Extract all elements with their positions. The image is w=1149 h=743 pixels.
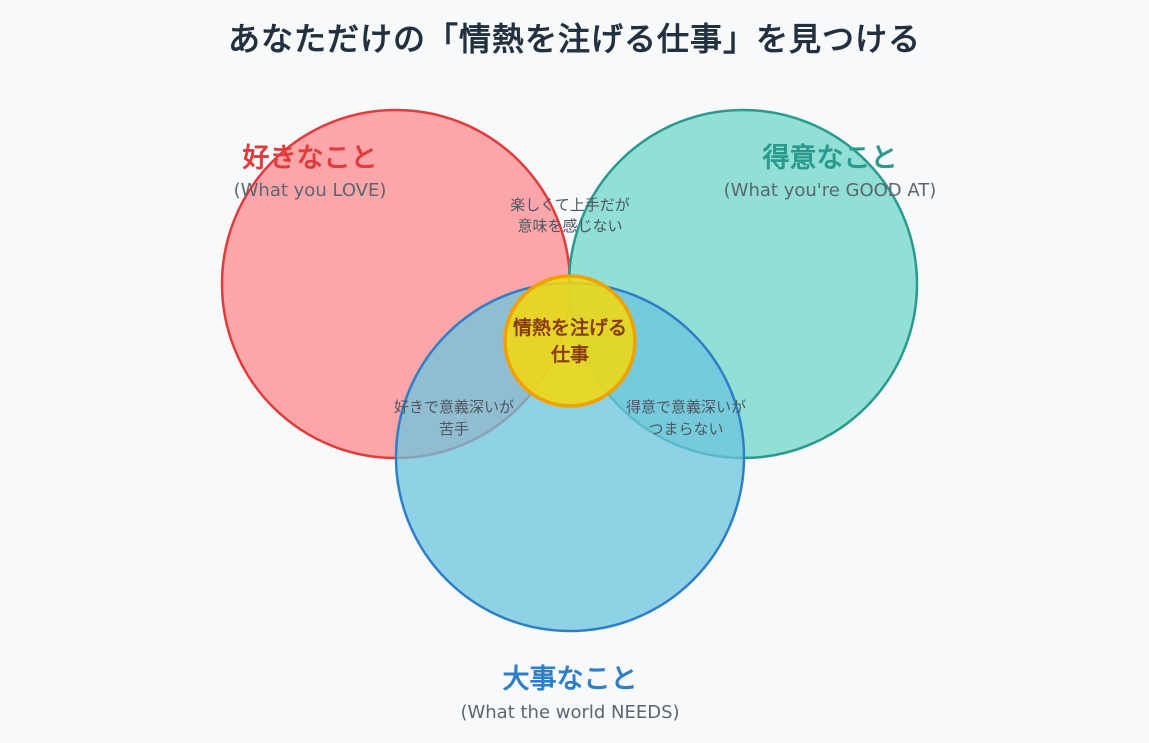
label-good-title: 得意なこと xyxy=(762,142,898,174)
overlap-good-needs-line1: 得意で意義深いが xyxy=(626,398,746,416)
circle-center xyxy=(503,274,637,408)
overlap-love-needs-line2: 苦手 xyxy=(439,420,469,438)
overlap-love-good-line1: 楽しくて上手だが xyxy=(510,196,630,214)
label-love-title: 好きなこと xyxy=(242,143,378,174)
overlap-good-needs-line2: つまらない xyxy=(648,420,723,438)
overlap-love-needs-line1: 好きで意義深いが xyxy=(394,398,514,416)
page-title: あなただけの「情熱を注げる仕事」を見つける xyxy=(227,20,921,58)
label-good-subtitle: (What you're GOOD AT) xyxy=(724,180,937,201)
label-needs-subtitle: (What the world NEEDS) xyxy=(460,702,679,723)
label-needs-title: 大事なこと xyxy=(503,664,638,695)
label-love-subtitle: (What you LOVE) xyxy=(234,180,387,201)
center-label-line1: 情熱を注げる xyxy=(513,316,627,339)
center-label-line2: 仕事 xyxy=(550,343,589,366)
overlap-love-good-line2: 意味を感じない xyxy=(517,217,622,235)
